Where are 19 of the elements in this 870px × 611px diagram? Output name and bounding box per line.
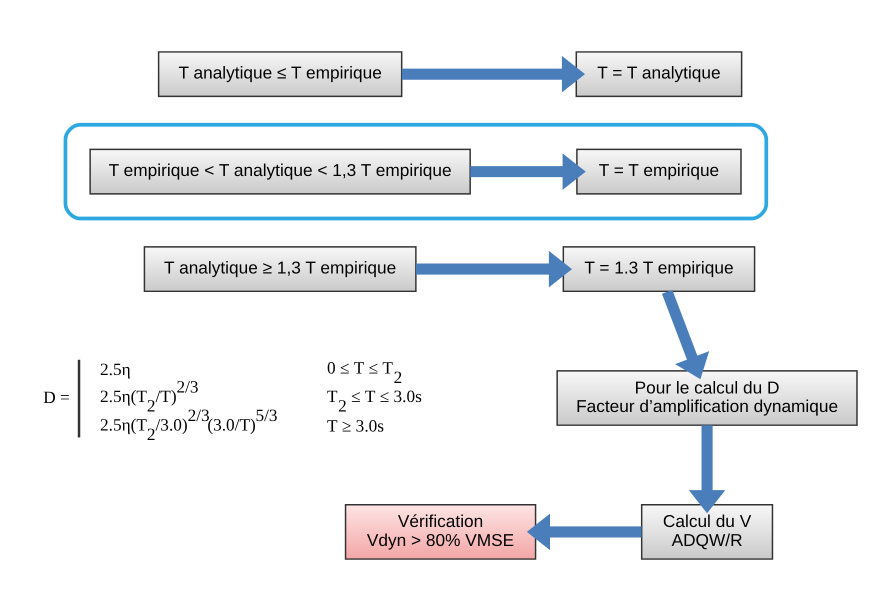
node-box: T = 1.3 T empirique — [562, 246, 756, 292]
node-box: T empirique < T analytique < 1,3 T empirique — [89, 148, 471, 195]
node-box: T = T analytique — [576, 51, 742, 98]
arrow — [662, 290, 710, 380]
arrow — [470, 153, 586, 190]
node-box: Vérification Vdyn > 80% VMSE — [344, 504, 536, 560]
arrow — [526, 514, 642, 550]
arrow — [688, 425, 726, 514]
node-box: T analytique ≥ 1,3 T empirique — [144, 246, 417, 292]
label: D = — [43, 388, 70, 408]
node-box: Calcul du V ADQW/R — [640, 504, 774, 560]
node-box: Pour le calcul du D Facteur d’amplification dynamique — [556, 370, 858, 426]
arrow — [402, 56, 586, 92]
node-box: T = T empirique — [576, 148, 742, 195]
node-box: T analytique ≤ T empirique — [158, 51, 402, 98]
cluster — [64, 122, 768, 220]
label: 2.5η — [100, 360, 131, 379]
arrow — [416, 250, 572, 288]
label: T ≥ 3.0s — [327, 416, 384, 436]
